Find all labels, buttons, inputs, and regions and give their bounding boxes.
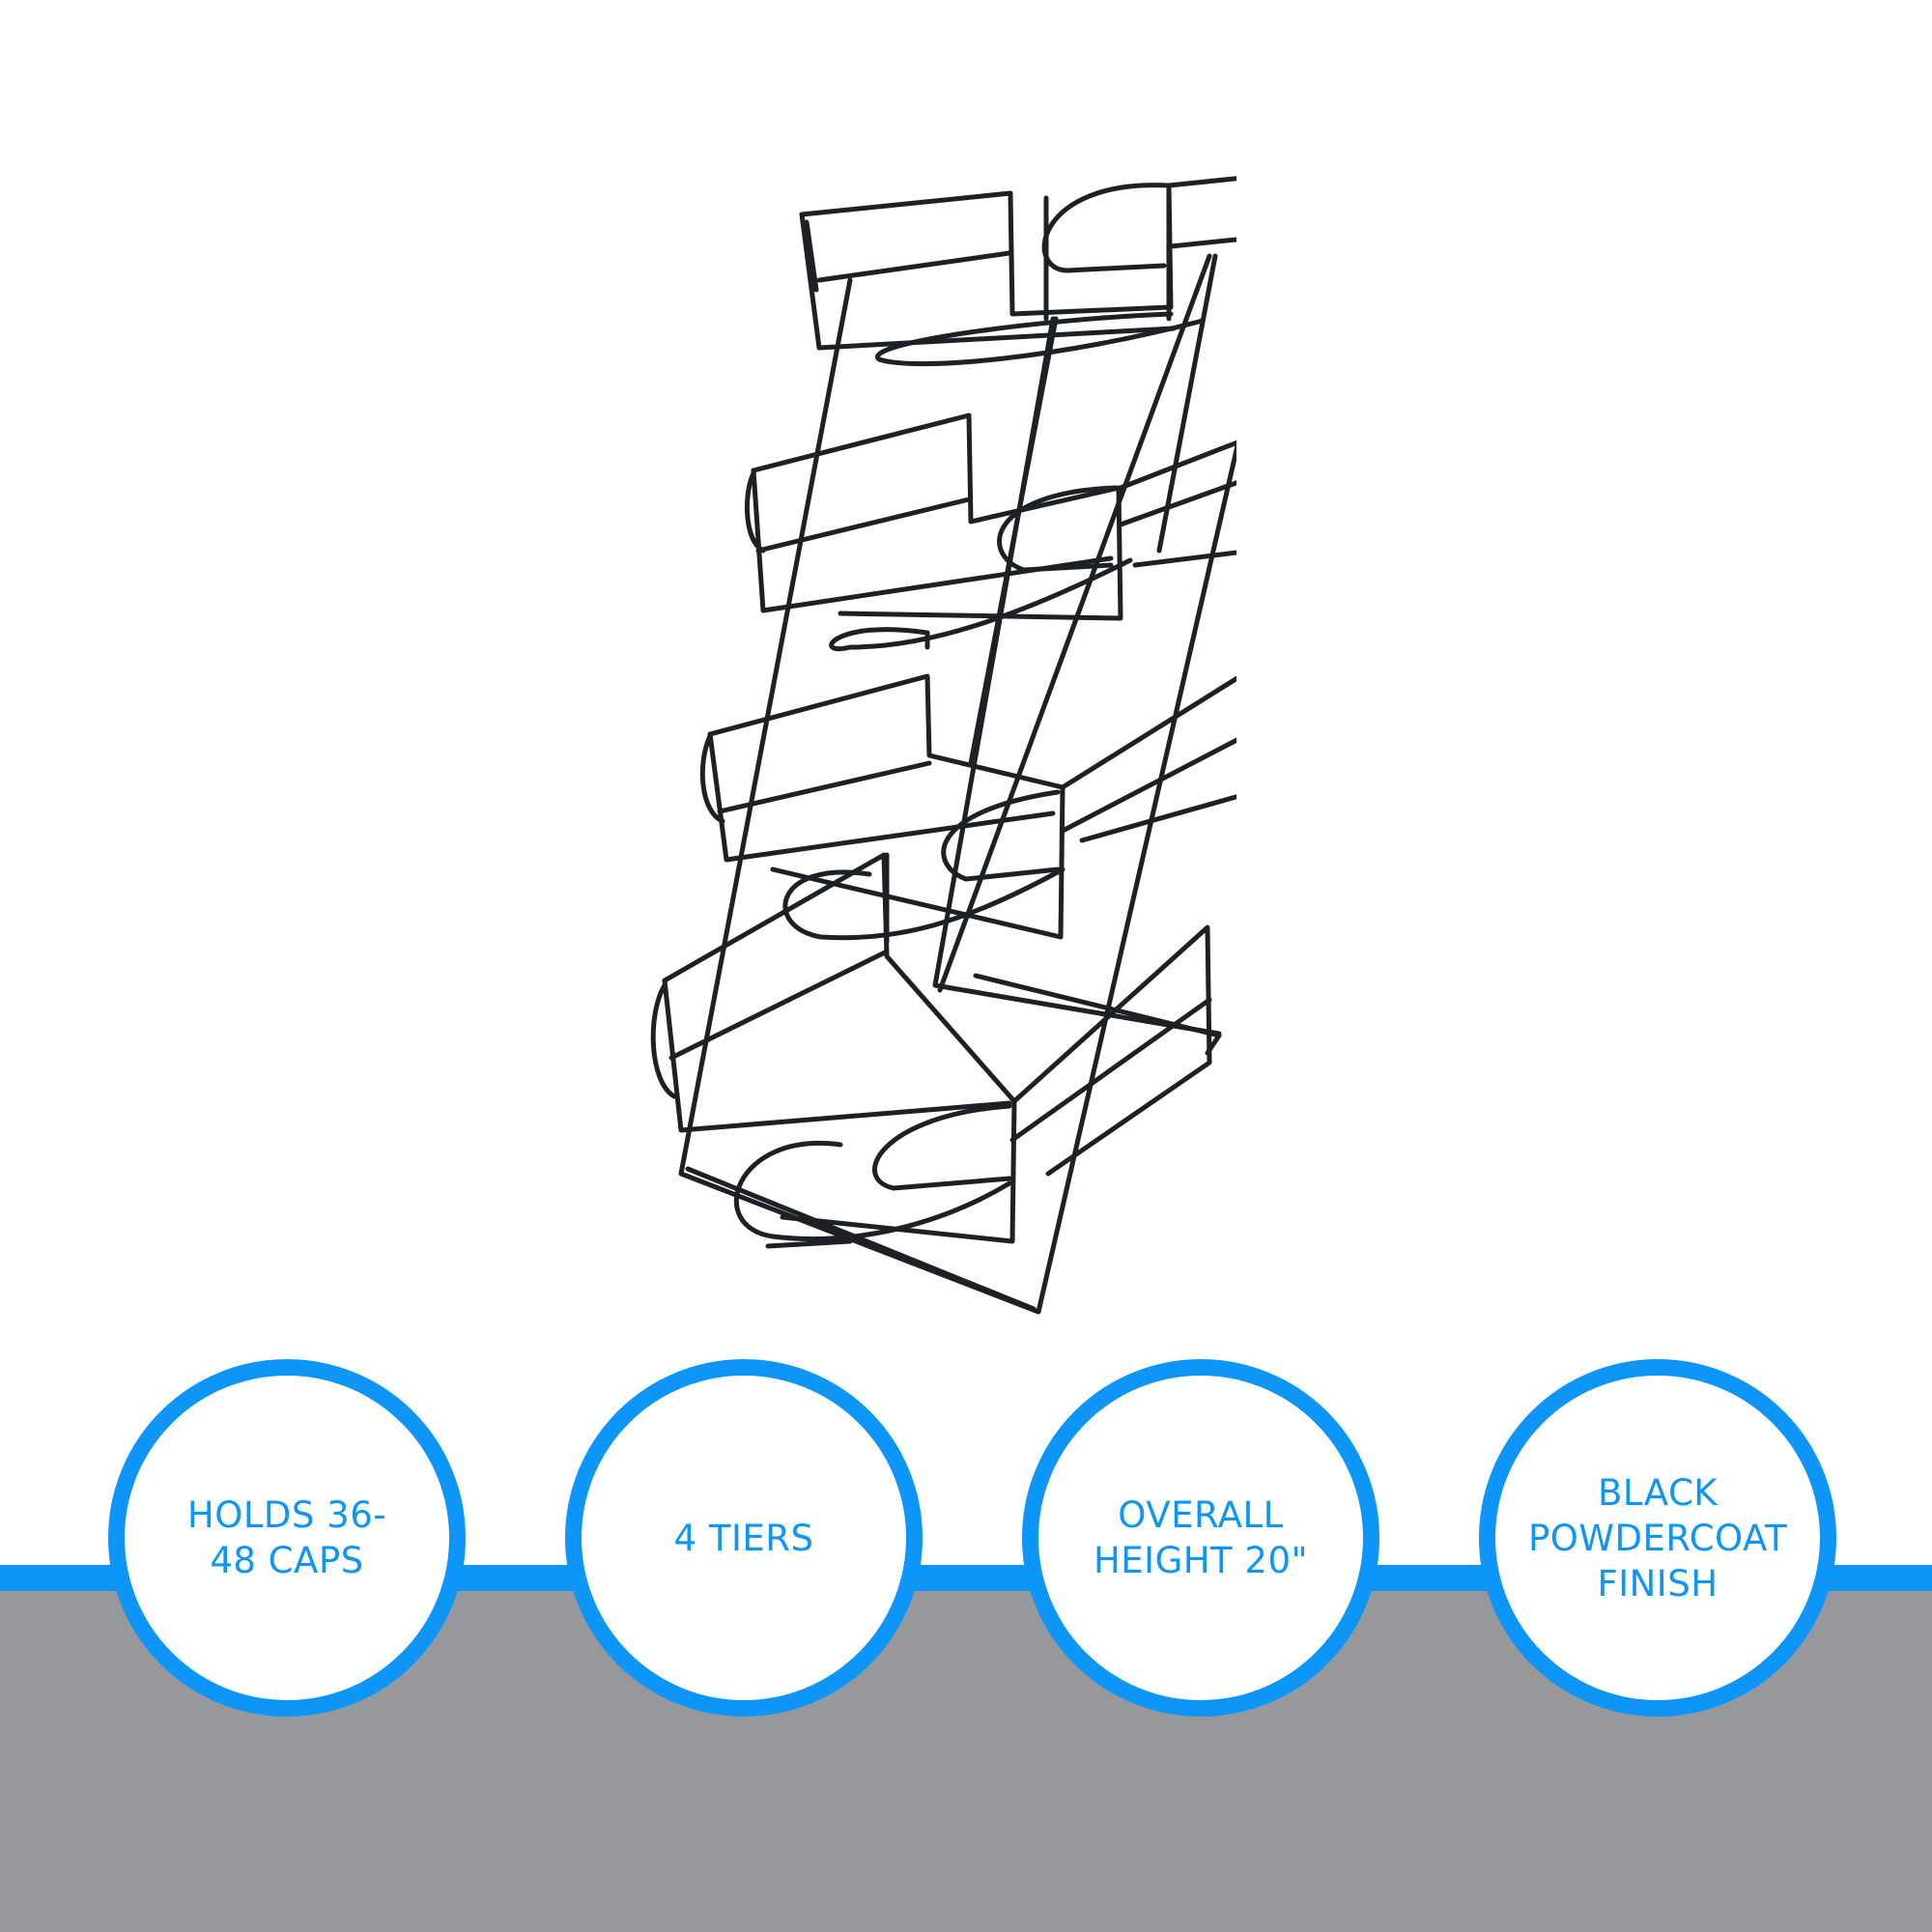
feature-label: OVERALL HEIGHT 20" xyxy=(1093,1494,1309,1581)
wire-cap-rack-image xyxy=(650,176,1236,1315)
feature-label: BLACK POWDERCOAT FINISH xyxy=(1527,1471,1788,1605)
feature-circle-capacity: HOLDS 36- 48 CAPS xyxy=(108,1359,466,1717)
feature-circle-finish: BLACK POWDERCOAT FINISH xyxy=(1479,1359,1836,1717)
feature-circle-tiers: 4 TIERS xyxy=(565,1359,923,1717)
feature-label: HOLDS 36- 48 CAPS xyxy=(186,1494,387,1581)
feature-circle-height: OVERALL HEIGHT 20" xyxy=(1022,1359,1379,1717)
feature-label: 4 TIERS xyxy=(673,1517,814,1559)
